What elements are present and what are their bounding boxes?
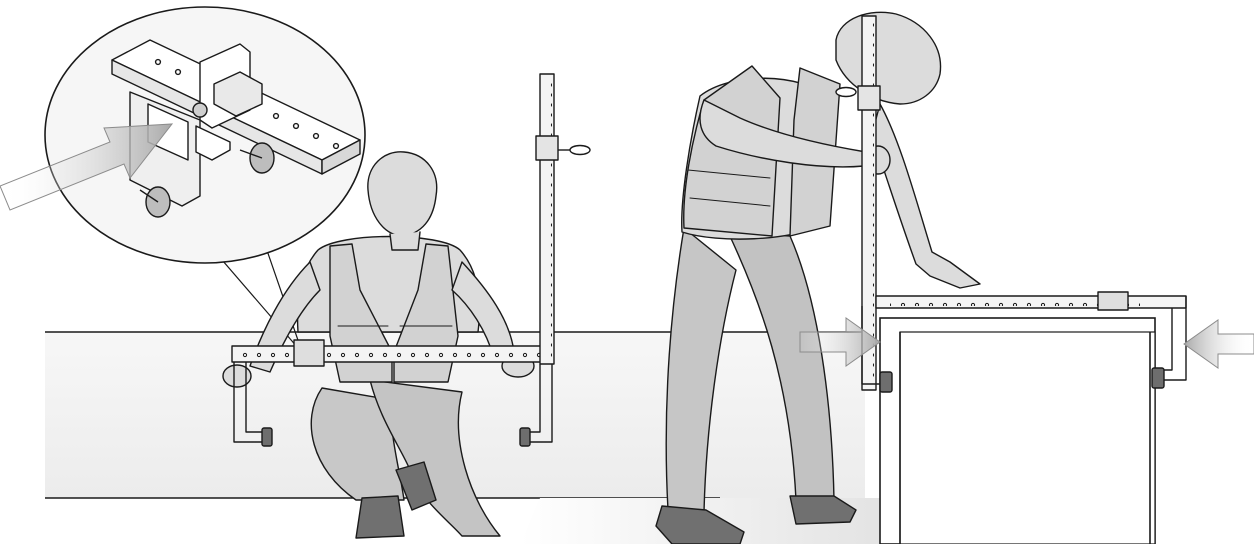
left-worker-shoe-back xyxy=(356,496,404,538)
left-tool-knob-left xyxy=(262,428,272,446)
detail-hole xyxy=(274,114,279,119)
left-tool-post-handle xyxy=(570,146,590,155)
detail-pin xyxy=(193,103,207,117)
left-tool-post-collar xyxy=(536,136,558,160)
detail-hole xyxy=(176,70,181,75)
detail-hole xyxy=(156,60,161,65)
left-tool-clip xyxy=(294,340,324,366)
detail-hole xyxy=(314,134,319,139)
right-tool-bracket-right-inner xyxy=(1164,308,1172,370)
detail-hole xyxy=(294,124,299,129)
right-tool-post-collar xyxy=(858,86,880,110)
environment xyxy=(45,318,1155,544)
left-tool-rail-holes xyxy=(240,348,546,360)
right-tool-post-handle xyxy=(836,88,856,97)
door-opening xyxy=(900,332,1155,544)
left-worker-hand-left xyxy=(223,365,251,387)
left-worker-neck xyxy=(390,232,420,250)
right-tool-knob-left xyxy=(880,372,892,392)
right-worker-arm-right xyxy=(872,104,980,288)
detail-hole xyxy=(334,144,339,149)
right-tool-clip xyxy=(1098,292,1128,310)
left-tool-knob-right xyxy=(520,428,530,446)
gray-arrow-icon xyxy=(1184,320,1254,368)
right-tool-knob-right xyxy=(1152,368,1164,388)
right-tool-post-holes xyxy=(864,22,874,382)
left-tool-post-holes xyxy=(542,78,552,358)
left-worker-head xyxy=(368,152,437,236)
